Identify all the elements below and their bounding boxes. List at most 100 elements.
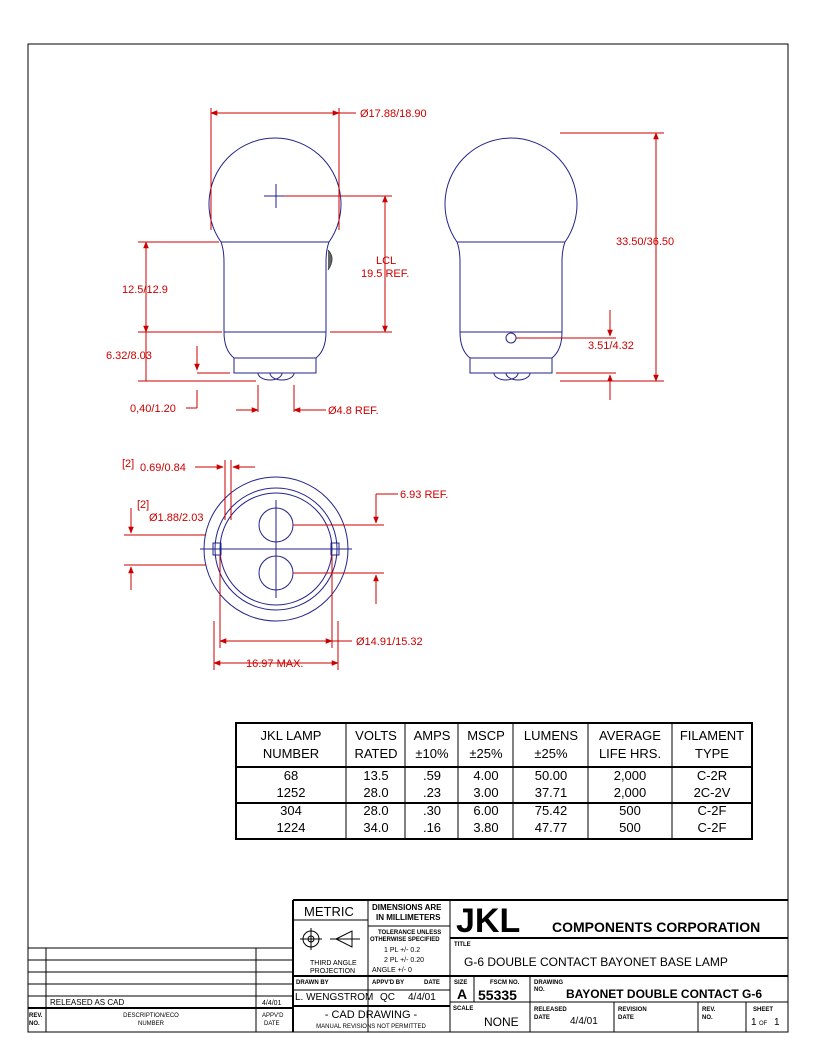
dim-base-height: 12.5/12.9 bbox=[122, 284, 168, 296]
manual-revisions-label: MANUAL REVISIONS NOT PERMITTED bbox=[316, 1024, 426, 1030]
dim-lcl-ref: 19.5 REF. bbox=[361, 268, 409, 280]
table-header-cell: TYPE bbox=[695, 746, 729, 761]
table-data-cell: 3.00 bbox=[473, 785, 498, 800]
drawing-no-label-1: DRAWING bbox=[534, 980, 563, 986]
table-data-cell: C-2F bbox=[698, 803, 727, 818]
table-header-cell: AMPS bbox=[414, 728, 451, 743]
table-data-cell: 1224 bbox=[277, 820, 306, 835]
table-data-cell: C-2F bbox=[698, 820, 727, 835]
revision-block-text: RELEASED AS CAD 4/4/01 REV. NO. DESCRIPT… bbox=[29, 998, 284, 1027]
fscm-label: FSCM NO. bbox=[490, 980, 520, 986]
title-block-text: METRIC DIMENSIONS ARE IN MILLIMETERS TOL… bbox=[295, 902, 780, 1030]
revision-col-rev-1: REV. bbox=[29, 1013, 43, 1019]
company-name: COMPONENTS CORPORATION bbox=[552, 919, 760, 935]
dims-line-2: IN MILLIMETERS bbox=[376, 913, 441, 922]
table-data-cell: 2,000 bbox=[614, 768, 647, 783]
released-label-1: RELEASED bbox=[534, 1007, 567, 1013]
released-date-value: 4/4/01 bbox=[570, 1016, 598, 1027]
table-header-cell: FILAMENT bbox=[680, 728, 744, 743]
table-header-cell: VOLTS bbox=[355, 728, 397, 743]
third-angle-label-2: PROJECTION bbox=[310, 968, 355, 975]
revision-entry-desc: RELEASED AS CAD bbox=[50, 998, 124, 1007]
scale-value: NONE bbox=[484, 1015, 519, 1029]
table-data-cell: 3.80 bbox=[473, 820, 498, 835]
table-data-cell: 500 bbox=[619, 820, 641, 835]
table-header-cell: NUMBER bbox=[263, 746, 319, 761]
sheet-label: SHEET bbox=[753, 1007, 773, 1013]
appvd-by-label: APPV'D BY bbox=[372, 980, 404, 986]
lamp-side-view bbox=[444, 137, 578, 381]
spec-table-cells: JKL LAMPNUMBERVOLTSRATEDAMPS±10%MSCP±25%… bbox=[261, 728, 745, 835]
revision-col-desc-1: DESCRIPTION/ECO bbox=[123, 1013, 179, 1019]
table-data-cell: 1252 bbox=[277, 785, 306, 800]
drawing-no-label-2: NO. bbox=[534, 987, 545, 993]
dim-pin-diameter: Ø1.88/2.03 bbox=[149, 512, 203, 524]
table-header-cell: LUMENS bbox=[524, 728, 579, 743]
revision-label-1: REVISION bbox=[618, 1007, 647, 1013]
revision-col-rev-2: NO. bbox=[29, 1021, 40, 1027]
table-header-cell: AVERAGE bbox=[599, 728, 661, 743]
tolerance-1pl: 1 PL +/- 0.2 bbox=[384, 947, 420, 954]
revision-col-desc-2: NUMBER bbox=[138, 1021, 165, 1027]
tolerance-line-1: TOLERANCE UNLESS bbox=[378, 930, 441, 936]
sheet-total: 1 bbox=[774, 1017, 780, 1028]
tolerance-line-2: OTHERWISE SPECIFIED bbox=[370, 937, 440, 943]
dim-note-ref-2: [2] bbox=[137, 499, 149, 511]
dim-pin-spacing: 6.93 REF. bbox=[400, 489, 448, 501]
dim-base-diameter: Ø14.91/15.32 bbox=[356, 636, 423, 648]
scale-label: SCALE bbox=[453, 1006, 473, 1012]
dim-contact-height: 6.32/8.03 bbox=[106, 350, 152, 362]
drawing-title: G-6 DOUBLE CONTACT BAYONET BASE LAMP bbox=[464, 955, 728, 969]
table-data-cell: 47.77 bbox=[535, 820, 568, 835]
table-header-cell: LIFE HRS. bbox=[599, 746, 661, 761]
dim-contact-offset: 0,40/1.20 bbox=[130, 403, 176, 415]
title-block-lines bbox=[292, 899, 788, 1032]
third-angle-label-1: THIRD ANGLE bbox=[310, 960, 357, 967]
table-data-cell: 4.00 bbox=[473, 768, 498, 783]
drawing-no-value: BAYONET DOUBLE CONTACT G-6 bbox=[566, 987, 762, 1001]
size-value: A bbox=[457, 986, 467, 1002]
appvd-by-value: QC bbox=[380, 992, 395, 1003]
table-data-cell: 304 bbox=[280, 803, 302, 818]
dim-contact-diameter: Ø4.8 REF. bbox=[328, 405, 379, 417]
table-data-cell: 50.00 bbox=[535, 768, 568, 783]
released-label-2: DATE bbox=[534, 1015, 550, 1021]
revision-col-appvd-1: APPV'D bbox=[262, 1013, 284, 1019]
lamp-front-view bbox=[208, 137, 342, 381]
date-label: DATE bbox=[424, 980, 440, 986]
dimension-labels: Ø17.88/18.90 LCL 19.5 REF. 33.50/36.50 1… bbox=[106, 108, 674, 670]
table-data-cell: 2C-2V bbox=[694, 785, 731, 800]
fscm-value: 55335 bbox=[478, 987, 517, 1003]
dim-pin-width: 0.69/0.84 bbox=[140, 462, 186, 474]
date-value: 4/4/01 bbox=[408, 992, 436, 1003]
dimension-lines bbox=[124, 108, 664, 670]
table-header-cell: ±10% bbox=[415, 746, 449, 761]
table-data-cell: 34.0 bbox=[363, 820, 388, 835]
third-angle-projection-icon bbox=[300, 928, 360, 950]
dim-note-ref-1: [2] bbox=[122, 458, 134, 470]
lamp-bottom-view bbox=[200, 476, 352, 622]
table-header-cell: ±25% bbox=[534, 746, 568, 761]
table-header-cell: ±25% bbox=[469, 746, 503, 761]
rev-no-label-1: REV. bbox=[702, 1007, 716, 1013]
table-data-cell: 75.42 bbox=[535, 803, 568, 818]
company-logo: JKL bbox=[456, 902, 520, 940]
table-data-cell: 68 bbox=[284, 768, 298, 783]
dims-line-1: DIMENSIONS ARE bbox=[372, 903, 442, 912]
revision-label-2: DATE bbox=[618, 1015, 634, 1021]
tolerance-2pl: 2 PL +/- 0.20 bbox=[384, 957, 424, 964]
table-data-cell: 2,000 bbox=[614, 785, 647, 800]
sheet-of: OF bbox=[759, 1021, 768, 1027]
table-data-cell: .59 bbox=[423, 768, 441, 783]
dim-overall-length: 33.50/36.50 bbox=[616, 236, 674, 248]
table-data-cell: .16 bbox=[423, 820, 441, 835]
dim-lcl-label: LCL bbox=[376, 255, 396, 267]
sheet-num: 1 bbox=[751, 1017, 757, 1028]
table-header-cell: RATED bbox=[354, 746, 397, 761]
table-data-cell: .23 bbox=[423, 785, 441, 800]
table-header-cell: MSCP bbox=[467, 728, 505, 743]
table-data-cell: 13.5 bbox=[363, 768, 388, 783]
table-data-cell: 500 bbox=[619, 803, 641, 818]
table-data-cell: 28.0 bbox=[363, 803, 388, 818]
